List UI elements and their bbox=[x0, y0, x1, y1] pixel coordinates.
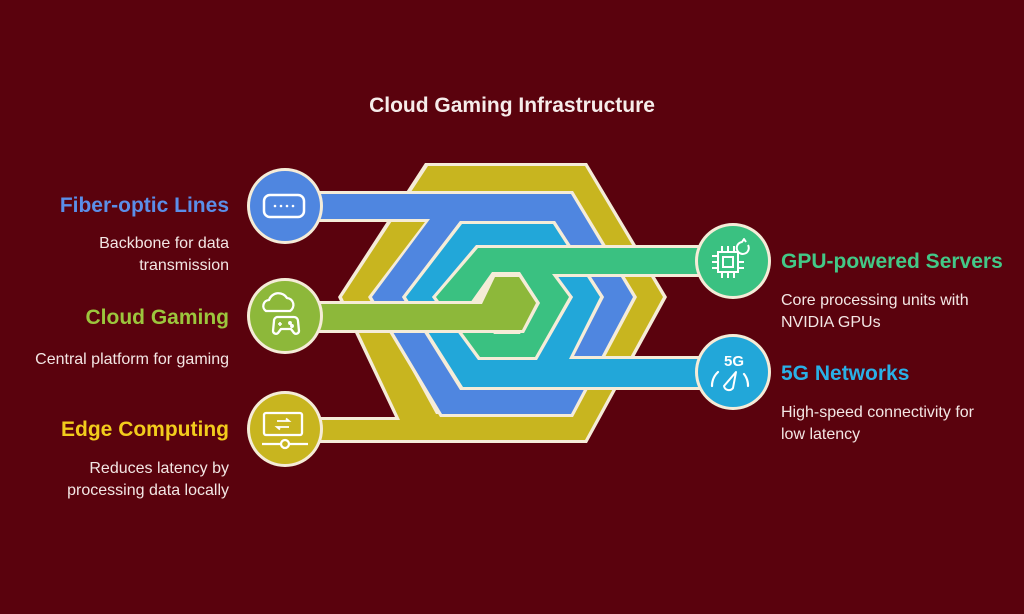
gpu-servers-label: GPU-powered Servers bbox=[781, 250, 1003, 273]
edge-desc-line-2: processing data locally bbox=[67, 482, 229, 499]
5g-desc-line-1: High-speed connectivity for bbox=[781, 404, 974, 421]
edge-monitor-icon bbox=[262, 411, 308, 450]
5g-networks-description: High-speed connectivity for low latency bbox=[781, 402, 974, 446]
edge-desc-line-1: Reduces latency by bbox=[89, 460, 229, 477]
edge-computing-label: Edge Computing bbox=[61, 418, 229, 441]
cloud-gaming-desc-line-1: Central platform for gaming bbox=[35, 351, 229, 368]
gpu-servers-description: Core processing units with NVIDIA GPUs bbox=[781, 290, 969, 334]
5g-networks-node[interactable]: 5G bbox=[695, 334, 771, 410]
edge-computing-description: Reduces latency by processing data local… bbox=[67, 458, 229, 502]
gpu-servers-node[interactable] bbox=[695, 223, 771, 299]
cloud-gaming-node[interactable] bbox=[247, 278, 323, 354]
cloud-gaming-label: Cloud Gaming bbox=[85, 306, 230, 329]
5g-icon-text: 5G bbox=[724, 353, 744, 370]
diagram-title: Cloud Gaming Infrastructure bbox=[369, 94, 655, 117]
fiber-desc-line-2: transmission bbox=[139, 257, 229, 274]
5g-desc-line-2: low latency bbox=[781, 426, 861, 443]
fiber-connector-icon bbox=[262, 193, 306, 219]
cloud-gaming-band bbox=[280, 274, 540, 333]
gpu-desc-line-1: Core processing units with bbox=[781, 292, 969, 309]
cloud-gamepad-icon bbox=[262, 292, 301, 335]
cloud-gaming-description: Central platform for gaming bbox=[35, 349, 229, 371]
edge-computing-node[interactable] bbox=[247, 391, 323, 467]
fiber-optic-node[interactable] bbox=[247, 168, 323, 244]
gpu-chip-icon bbox=[712, 238, 750, 278]
5g-networks-label: 5G Networks bbox=[781, 362, 910, 385]
fiber-desc-line-1: Backbone for data bbox=[99, 235, 229, 252]
gpu-desc-line-2: NVIDIA GPUs bbox=[781, 314, 881, 331]
5g-speedometer-icon: 5G bbox=[710, 353, 750, 392]
fiber-optic-description: Backbone for data transmission bbox=[99, 233, 229, 277]
fiber-optic-label: Fiber-optic Lines bbox=[59, 194, 229, 217]
